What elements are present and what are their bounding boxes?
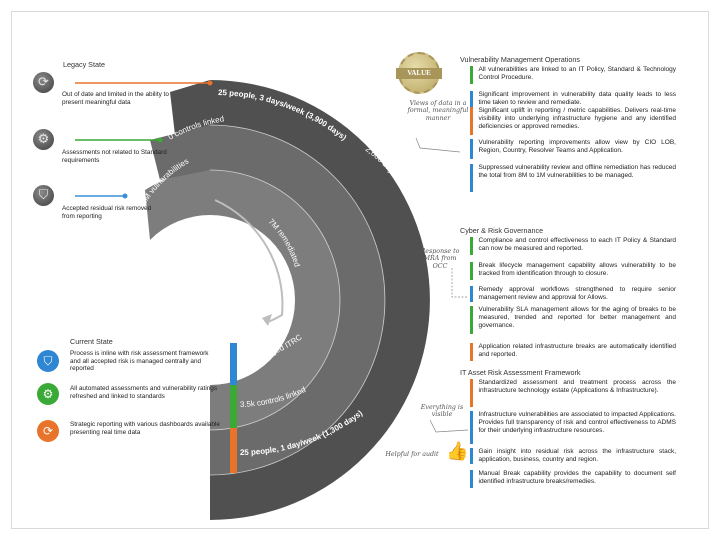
vmo-item: Vulnerability reporting improvements all… bbox=[470, 139, 676, 159]
itara-title: IT Asset Risk Assessment Framework bbox=[460, 368, 581, 377]
crg-item-text: Remedy approval workflows strengthened t… bbox=[478, 286, 677, 301]
color-bar bbox=[470, 139, 473, 159]
color-bar bbox=[470, 91, 473, 107]
vmo-item: Significant uplift in reporting / metric… bbox=[470, 107, 676, 135]
note-audit: Helpful for audit bbox=[385, 451, 439, 458]
vmo-item-text: All vulnerabilities are linked to an IT … bbox=[478, 66, 677, 81]
refresh-gear-icon: ⟳ bbox=[33, 72, 54, 93]
vmo-item-text: Suppressed vulnerability review and offl… bbox=[478, 164, 677, 179]
color-bar bbox=[470, 66, 473, 84]
note-pointer-everything bbox=[429, 419, 469, 433]
color-bar bbox=[470, 470, 473, 488]
current-item-2: All automated assessments and vulnerabil… bbox=[70, 385, 218, 400]
current-item-1: Process is inline with risk assessment f… bbox=[70, 350, 209, 373]
vmo-item: All vulnerabilities are linked to an IT … bbox=[470, 66, 676, 84]
crg-item-text: Break lifecycle management capability al… bbox=[478, 262, 677, 277]
itara-item: Standardized assessment and treatment pr… bbox=[470, 379, 676, 407]
itara-item: Gain insight into residual risk across t… bbox=[470, 448, 676, 464]
orange-marker bbox=[230, 428, 237, 473]
crg-item: Vulnerability SLA management allows for … bbox=[470, 306, 676, 334]
legacy-item-2: Assessments not related to Standard requ… bbox=[62, 149, 167, 164]
page-frame bbox=[11, 11, 709, 529]
legacy-item-1: Out of date and limited in the ability t… bbox=[62, 91, 169, 106]
note-views: Views of data in a formal, meaningful ma… bbox=[407, 100, 469, 122]
arc-divider bbox=[209, 124, 386, 476]
vmo-item: Suppressed vulnerability review and offl… bbox=[470, 164, 676, 192]
vmo-item: Significant improvement in vulnerability… bbox=[470, 91, 676, 107]
arc-divider bbox=[209, 169, 341, 431]
note-everything: Everything is visible bbox=[420, 404, 464, 419]
itara-item: Infrastructure vulnerabilities are assoc… bbox=[470, 411, 676, 444]
gears-icon: ⚙ bbox=[33, 129, 54, 150]
legacy-title: Legacy State bbox=[63, 60, 105, 69]
middle-arc-cap bbox=[150, 125, 210, 180]
color-bar bbox=[470, 262, 473, 280]
color-bar bbox=[470, 379, 473, 407]
legacy-connector-dot bbox=[122, 193, 128, 199]
itara-item-text: Infrastructure vulnerabilities are assoc… bbox=[478, 411, 677, 434]
inner-arc-band bbox=[145, 170, 340, 430]
color-bar bbox=[470, 164, 473, 192]
note-response: Response to MRA from OCC bbox=[420, 248, 460, 270]
current-item-3: Strategic reporting with various dashboa… bbox=[70, 421, 220, 436]
gear-icon: ⚙ bbox=[37, 383, 59, 405]
refresh-icon: ⟳ bbox=[37, 420, 59, 442]
blue-marker bbox=[230, 343, 237, 385]
shield-icon: ⛉ bbox=[37, 350, 59, 372]
itara-item-text: Standardized assessment and treatment pr… bbox=[478, 379, 677, 394]
outer-arc-band bbox=[210, 80, 430, 520]
spiral-arrow bbox=[214, 199, 284, 323]
color-bar bbox=[470, 107, 473, 135]
color-bar bbox=[470, 448, 473, 464]
crg-item: Application related infrastructure break… bbox=[470, 343, 676, 361]
crg-item: Break lifecycle management capability al… bbox=[470, 262, 676, 280]
color-bar bbox=[470, 306, 473, 334]
crg-title: Cyber & Risk Governance bbox=[460, 226, 544, 235]
crg-item: Remedy approval workflows strengthened t… bbox=[470, 286, 676, 302]
crg-item-text: Vulnerability SLA management allows for … bbox=[478, 306, 677, 329]
current-title: Current State bbox=[70, 337, 113, 346]
middle-arc-band bbox=[210, 125, 385, 475]
color-bar bbox=[470, 237, 473, 255]
vmo-title: Vulnerability Management Operations bbox=[460, 55, 580, 64]
legacy-connector-dot bbox=[207, 80, 213, 86]
itara-item-text: Manual Break capability provides the cap… bbox=[478, 470, 677, 485]
crg-item-text: Compliance and control effectiveness to … bbox=[478, 237, 677, 252]
itara-item-text: Gain insight into residual risk across t… bbox=[478, 448, 677, 463]
note-pointer-response bbox=[451, 268, 468, 298]
crg-item: Compliance and control effectiveness to … bbox=[470, 237, 676, 255]
vmo-item-text: Significant improvement in vulnerability… bbox=[478, 91, 677, 106]
legacy-connector-dot bbox=[157, 137, 163, 143]
itara-item: Manual Break capability provides the cap… bbox=[470, 470, 676, 488]
outer-arc-cap bbox=[170, 80, 210, 135]
thumbs-up-icon: 👍 bbox=[446, 441, 469, 462]
legacy-item-3: Accepted residual risk removed from repo… bbox=[62, 205, 152, 220]
green-marker bbox=[230, 385, 237, 428]
crg-item-text: Application related infrastructure break… bbox=[478, 343, 677, 358]
color-bar bbox=[470, 411, 473, 444]
shield-icon: ⛉ bbox=[33, 185, 54, 206]
vmo-item-text: Vulnerability reporting improvements all… bbox=[478, 139, 677, 154]
color-bar bbox=[470, 343, 473, 361]
value-badge-icon: VALUE bbox=[396, 52, 442, 94]
vmo-item-text: Significant uplift in reporting / metric… bbox=[478, 107, 677, 130]
note-pointer-views bbox=[415, 137, 461, 153]
color-bar bbox=[470, 286, 473, 302]
spiral-arrowhead bbox=[262, 314, 272, 326]
value-badge-label: VALUE bbox=[396, 68, 442, 79]
